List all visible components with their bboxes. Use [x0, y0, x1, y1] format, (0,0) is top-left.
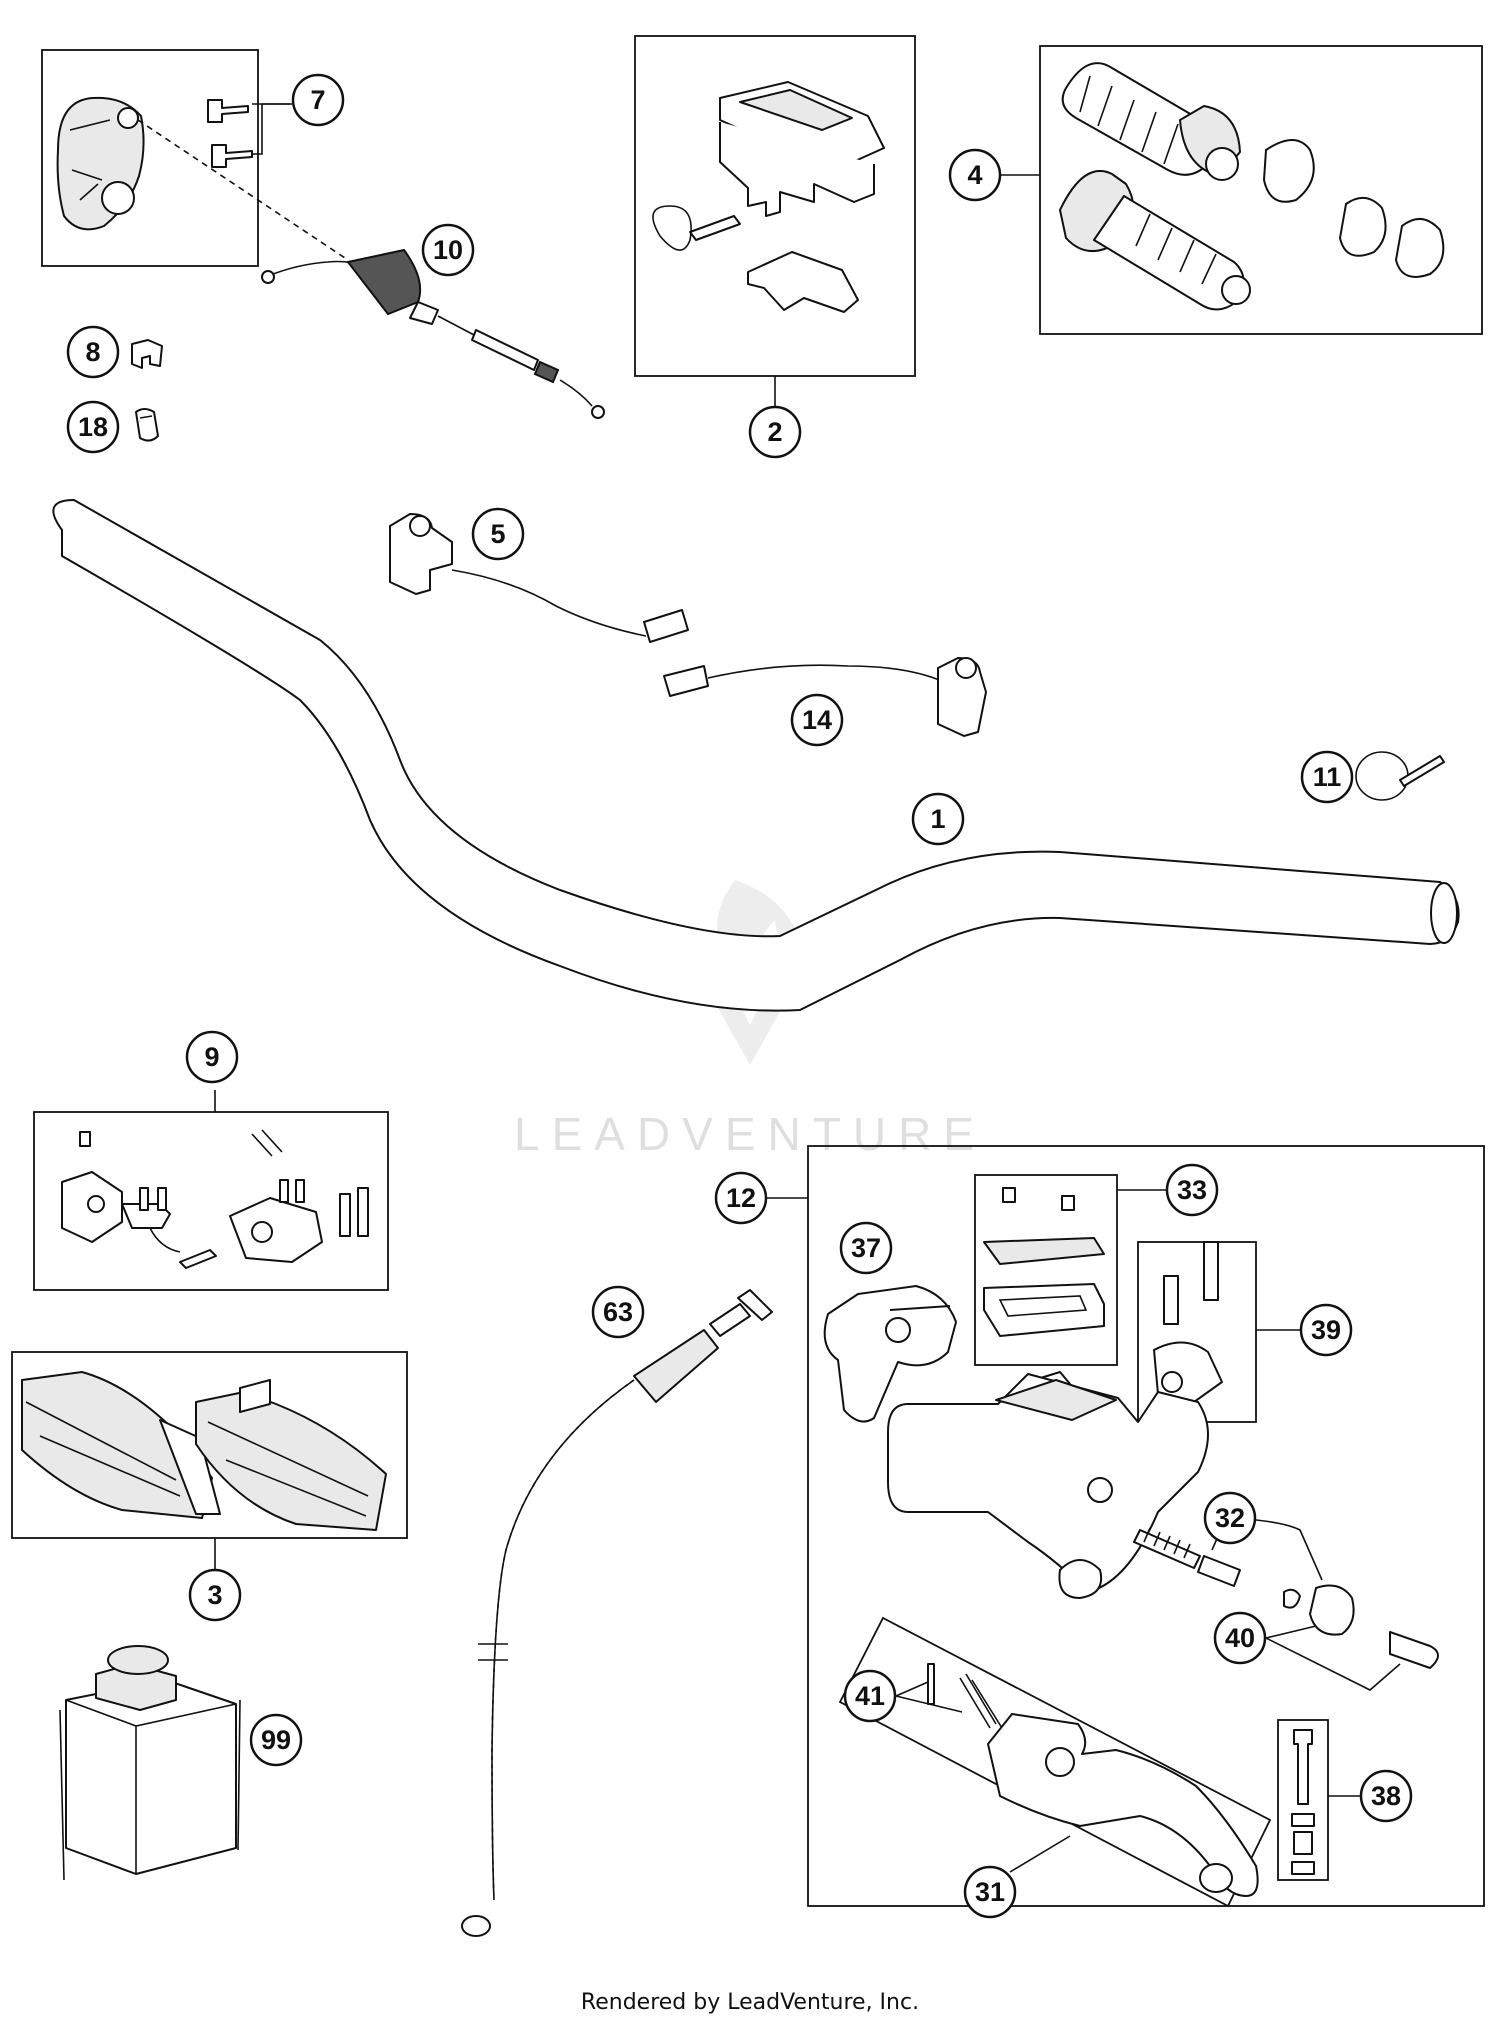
hand-guards: [21, 1371, 387, 1531]
throttle-cover: [652, 81, 885, 313]
callout-7-text: 7: [310, 85, 325, 115]
callout-1-text: 1: [930, 804, 945, 834]
callout-18: 18: [66, 400, 120, 454]
callout-12-text: 12: [726, 1183, 756, 1213]
cable-tie: [1355, 751, 1445, 801]
callout-31-text: 31: [975, 1877, 1005, 1907]
switch-left: [389, 513, 689, 643]
callout-4-text: 4: [967, 160, 982, 190]
part-box-9: [33, 1111, 389, 1291]
piston-spring: [1133, 1527, 1439, 1669]
callout-12: 12: [714, 1171, 768, 1225]
callout-39-text: 39: [1311, 1315, 1341, 1345]
clamp-and-bolts: [1153, 1241, 1223, 1403]
watermark-text: LEADVENTURE: [514, 1108, 986, 1160]
callout-41-text: 41: [855, 1681, 885, 1711]
callout-4: 4: [948, 148, 1002, 202]
brake-hose: [461, 1289, 773, 1937]
callout-38: 38: [1359, 1769, 1413, 1823]
callout-14-text: 14: [802, 705, 832, 735]
clip-18: [135, 408, 159, 442]
brake-fluid-bottle: [59, 1645, 241, 1881]
callout-63-text: 63: [603, 1297, 633, 1327]
callout-3: 3: [188, 1568, 242, 1622]
pin-and-spring: [927, 1663, 1003, 1729]
bolt-spacer-nut: [1291, 1729, 1315, 1875]
callout-1: 1: [911, 792, 965, 846]
part-box-3: [11, 1351, 408, 1539]
callout-63: 63: [591, 1285, 645, 1339]
callout-99: 99: [249, 1713, 303, 1767]
callout-31: 31: [963, 1865, 1017, 1919]
leader-41: [895, 1681, 963, 1713]
clip-8: [131, 339, 163, 369]
handlebar: [52, 499, 1460, 1012]
callout-8: 8: [66, 325, 120, 379]
callout-7: 7: [291, 73, 345, 127]
callout-38-text: 38: [1371, 1781, 1401, 1811]
callout-10: 10: [421, 223, 475, 277]
callout-33-text: 33: [1177, 1175, 1207, 1205]
footer-credit: Rendered by LeadVenture, Inc.: [581, 1990, 919, 2015]
switch-right: [663, 657, 987, 737]
part-box-12: [807, 1145, 1485, 1907]
handguard-mount-kit: [61, 1129, 369, 1269]
callout-37: 37: [839, 1221, 893, 1275]
callout-11: 11: [1300, 750, 1354, 804]
callout-2: 2: [748, 405, 802, 459]
leader-40: [1265, 1625, 1401, 1691]
lever-bracket: [823, 1285, 957, 1423]
callout-99-text: 99: [261, 1725, 291, 1755]
callout-5: 5: [471, 507, 525, 561]
callout-14: 14: [790, 693, 844, 747]
callout-37-text: 37: [851, 1233, 881, 1263]
callout-9-text: 9: [204, 1042, 219, 1072]
callout-2-text: 2: [767, 417, 782, 447]
callout-39: 39: [1299, 1303, 1353, 1357]
callout-5-text: 5: [490, 519, 505, 549]
callout-8-text: 8: [85, 337, 100, 367]
callout-33: 33: [1165, 1163, 1219, 1217]
switch-housing: [56, 96, 346, 259]
part-box-7: [41, 49, 259, 267]
callout-9: 9: [185, 1030, 239, 1084]
part-box-4: [1039, 45, 1483, 335]
callout-11-text: 11: [1313, 762, 1342, 792]
grip-set: [1059, 62, 1445, 311]
callout-32-text: 32: [1215, 1503, 1245, 1533]
reservoir-cap-set: [983, 1187, 1105, 1337]
callout-40-text: 40: [1225, 1623, 1255, 1653]
screw-pair-7: [207, 99, 290, 168]
part-box-33: [974, 1174, 1118, 1366]
callout-32: 32: [1203, 1491, 1257, 1545]
master-cylinder: [887, 1305, 1209, 1599]
callout-40: 40: [1213, 1611, 1267, 1665]
callout-3-text: 3: [207, 1580, 222, 1610]
callout-41: 41: [843, 1669, 897, 1723]
leader-31: [1009, 1835, 1071, 1873]
part-box-31: [838, 1616, 1272, 1908]
brake-lever: [987, 1713, 1259, 1897]
callout-18-text: 18: [78, 412, 108, 442]
throttle-cable: [261, 248, 605, 419]
callout-10-text: 10: [433, 235, 463, 265]
part-box-38: [1277, 1719, 1329, 1881]
